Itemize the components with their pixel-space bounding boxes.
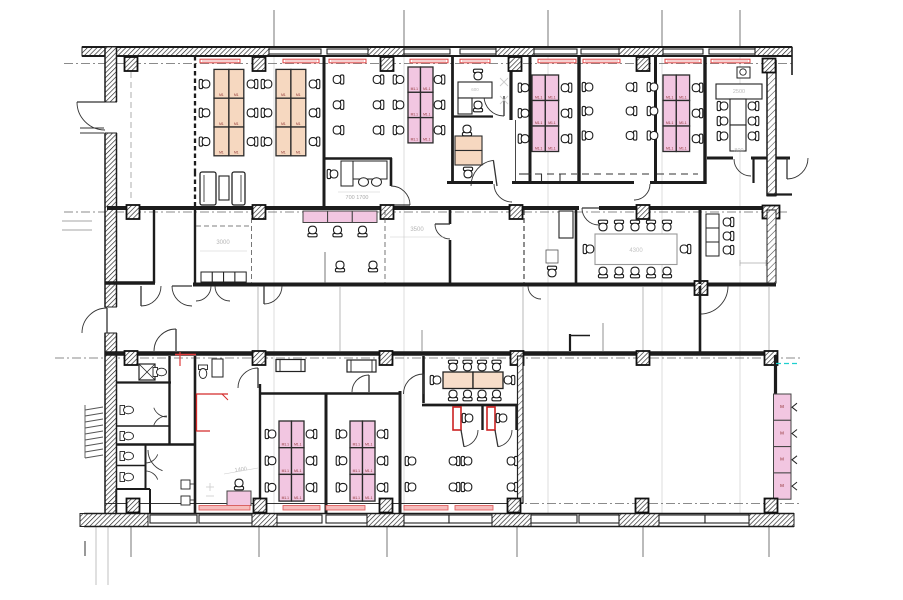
svg-text:M1.1: M1.1 [679, 95, 686, 99]
svg-text:M1: M1 [296, 122, 301, 126]
svg-text:M1.1: M1.1 [353, 443, 360, 447]
svg-text:M1.1: M1.1 [282, 443, 289, 447]
svg-text:2500: 2500 [733, 89, 745, 95]
svg-text:3000: 3000 [216, 240, 230, 246]
svg-text:1400: 1400 [234, 466, 247, 474]
svg-text:M1.1: M1.1 [353, 496, 360, 500]
svg-text:M1: M1 [219, 151, 224, 155]
svg-text:M1.1: M1.1 [365, 443, 372, 447]
svg-text:M1.1: M1.1 [666, 95, 673, 99]
svg-text:M1.1: M1.1 [535, 95, 542, 99]
svg-text:4300: 4300 [629, 248, 643, 254]
svg-text:M1.1: M1.1 [548, 121, 555, 125]
svg-text:M1.1: M1.1 [535, 146, 542, 150]
svg-text:М: М [780, 404, 784, 409]
svg-text:M1.1: M1.1 [294, 496, 301, 500]
svg-text:M1: M1 [296, 151, 301, 155]
svg-text:M1.1: M1.1 [294, 469, 301, 473]
svg-text:M1.1: M1.1 [423, 112, 430, 116]
svg-text:М: М [780, 430, 784, 435]
svg-text:M1: M1 [219, 122, 224, 126]
svg-text:M1.1: M1.1 [535, 121, 542, 125]
svg-text:M1: M1 [281, 93, 286, 97]
svg-text:M1.1: M1.1 [666, 146, 673, 150]
svg-text:M1.1: M1.1 [365, 469, 372, 473]
svg-text:3500: 3500 [410, 227, 424, 233]
svg-text:M1.1: M1.1 [282, 496, 289, 500]
svg-text:M1.1: M1.1 [666, 121, 673, 125]
svg-text:М: М [780, 457, 784, 462]
svg-text:M1.1: M1.1 [548, 146, 555, 150]
svg-text:M1.1: M1.1 [353, 469, 360, 473]
svg-text:M1.1: M1.1 [411, 87, 418, 91]
svg-text:M1: M1 [234, 93, 239, 97]
svg-text:M1.1: M1.1 [679, 146, 686, 150]
svg-text:М: М [780, 483, 784, 488]
svg-text:M1: M1 [281, 151, 286, 155]
svg-text:M1: M1 [281, 122, 286, 126]
svg-text:M1: M1 [234, 151, 239, 155]
svg-text:600: 600 [471, 87, 479, 92]
svg-text:M1.1: M1.1 [294, 443, 301, 447]
svg-text:M1.1: M1.1 [679, 121, 686, 125]
svg-text:M1.1: M1.1 [423, 138, 430, 142]
svg-text:M1.1: M1.1 [548, 95, 555, 99]
svg-text:M1: M1 [219, 93, 224, 97]
svg-text:M1.1: M1.1 [411, 112, 418, 116]
svg-text:700 1700: 700 1700 [346, 195, 369, 201]
svg-text:M1.1: M1.1 [282, 469, 289, 473]
svg-text:M1: M1 [234, 122, 239, 126]
svg-text:800: 800 [734, 148, 743, 154]
svg-text:M1: M1 [296, 93, 301, 97]
svg-text:M1.1: M1.1 [411, 138, 418, 142]
svg-text:M1.1: M1.1 [365, 496, 372, 500]
svg-text:M1.1: M1.1 [423, 87, 430, 91]
